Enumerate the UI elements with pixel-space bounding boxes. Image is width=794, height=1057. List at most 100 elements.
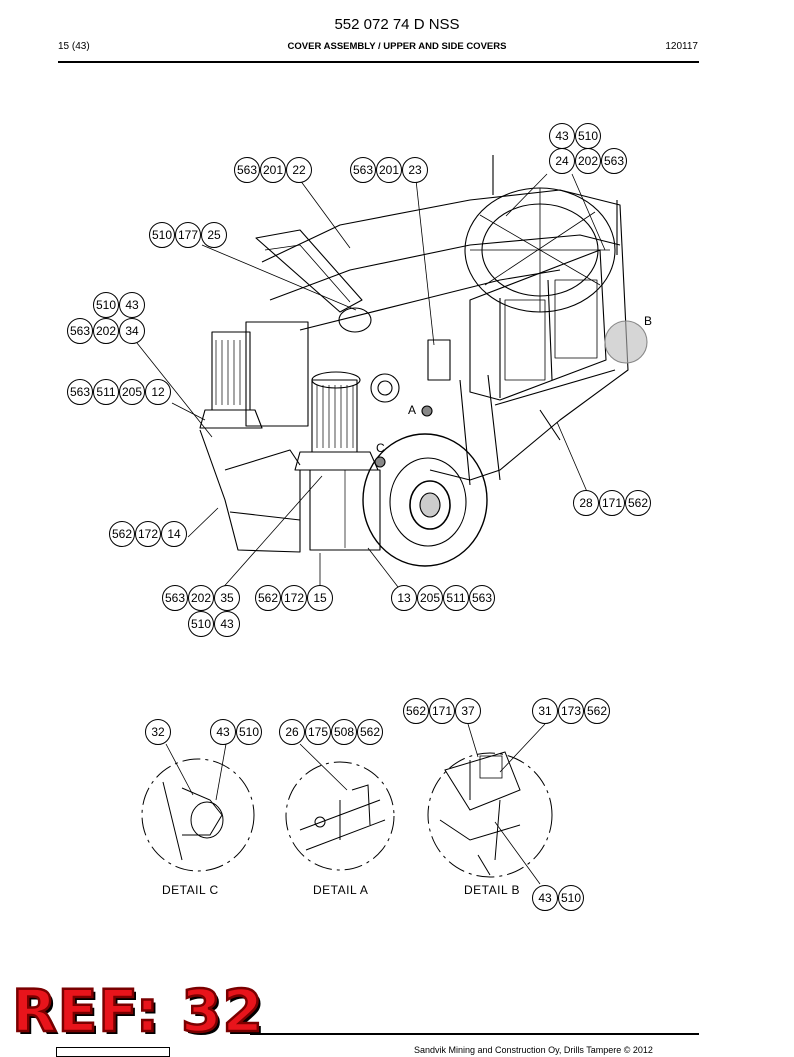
callout-bubble <box>573 490 599 516</box>
callout-number: 43 <box>538 891 552 905</box>
callout-bubble <box>403 698 429 724</box>
callout-bubble <box>93 318 119 344</box>
callout-number: 13 <box>397 591 411 605</box>
callout-number: 171 <box>432 704 452 718</box>
callout-bubble <box>201 222 227 248</box>
callout-number: 510 <box>561 891 581 905</box>
callout-bubble <box>175 222 201 248</box>
callout-bubble <box>584 698 610 724</box>
callout-number: 34 <box>125 324 139 338</box>
callout-number: 175 <box>308 725 328 739</box>
callout-number: 510 <box>191 617 211 631</box>
callout-group: 43 510 <box>532 885 584 911</box>
callout-bubble <box>214 585 240 611</box>
ref-stamp: REF: 32 <box>11 977 264 1045</box>
callout-number: 202 <box>578 154 598 168</box>
callout-bubble <box>214 611 240 637</box>
callout-group: 563 202 35 <box>162 585 240 611</box>
callout-bubble <box>305 719 331 745</box>
callout-bubble <box>149 222 175 248</box>
header-rule <box>58 61 699 63</box>
callout-bubble <box>93 379 119 405</box>
detail-views <box>141 751 553 878</box>
callout-number: 510 <box>578 129 598 143</box>
callout-bubble <box>417 585 443 611</box>
callout-group: 43 510 <box>549 123 601 149</box>
callout-bubble <box>391 585 417 611</box>
callout-number: 173 <box>561 704 581 718</box>
issue-date: 120117 <box>665 41 698 52</box>
callout-number: 202 <box>191 591 211 605</box>
callout-number: 24 <box>555 154 569 168</box>
detail-c-label: DETAIL C <box>162 883 219 897</box>
machine-illustration <box>199 155 648 567</box>
callout-bubble <box>93 292 119 318</box>
callout-number: 510 <box>152 228 172 242</box>
callout-bubble <box>532 698 558 724</box>
callout-bubble <box>109 521 135 547</box>
callout-bubble <box>255 585 281 611</box>
callout-number: 563 <box>353 163 373 177</box>
callout-bubble <box>161 521 187 547</box>
callout-number: 32 <box>151 725 165 739</box>
callout-number: 28 <box>579 496 593 510</box>
callout-bubble <box>236 719 262 745</box>
callout-number: 563 <box>165 591 185 605</box>
callout-number: 563 <box>472 591 492 605</box>
callout-bubble <box>549 148 575 174</box>
callout-group: 510 43 <box>93 292 145 318</box>
callout-number: 26 <box>285 725 299 739</box>
callout-number: 205 <box>420 591 440 605</box>
callout-number: 43 <box>220 617 234 631</box>
callout-bubble <box>429 698 455 724</box>
callout-number: 12 <box>151 385 165 399</box>
callout-number: 563 <box>237 163 257 177</box>
callout-number: 35 <box>220 591 234 605</box>
callout-bubble <box>469 585 495 611</box>
callout-number: 508 <box>334 725 354 739</box>
callout-number: 510 <box>96 298 116 312</box>
callout-number: 43 <box>216 725 230 739</box>
callout-number: 43 <box>555 129 569 143</box>
callout-group: 32 <box>145 719 171 745</box>
callout-number: 562 <box>112 527 132 541</box>
callout-bubble <box>331 719 357 745</box>
callout-bubble <box>145 719 171 745</box>
section-title: COVER ASSEMBLY / UPPER AND SIDE COVERS <box>287 41 507 52</box>
callout-bubble <box>119 318 145 344</box>
callout-bubble <box>455 698 481 724</box>
callout-bubble <box>119 292 145 318</box>
callout-group: 510 43 <box>188 611 240 637</box>
callout-number: 37 <box>461 704 475 718</box>
callout-number: 31 <box>538 704 552 718</box>
callout-bubble <box>210 719 236 745</box>
callout-number: 510 <box>239 725 259 739</box>
detail-b-label: DETAIL B <box>464 883 521 897</box>
document-number: 552 072 74 D NSS <box>334 16 460 33</box>
page-index: 15 (43) <box>58 41 90 52</box>
callout-number: 23 <box>408 163 422 177</box>
callout-bubble <box>558 698 584 724</box>
callout-bubble <box>357 719 383 745</box>
callout-bubble <box>286 157 312 183</box>
callout-bubble <box>67 318 93 344</box>
callout-number: 205 <box>122 385 142 399</box>
callout-number: 22 <box>292 163 306 177</box>
callout-bubble <box>599 490 625 516</box>
callout-bubble <box>443 585 469 611</box>
callout-bubble <box>307 585 333 611</box>
callout-number: 202 <box>96 324 116 338</box>
footer-logo <box>56 1047 170 1057</box>
callout-number: 43 <box>125 298 139 312</box>
callout-bubble <box>350 157 376 183</box>
callout-bubble <box>188 585 214 611</box>
leader-lines <box>136 173 606 885</box>
callout-number: 25 <box>207 228 221 242</box>
